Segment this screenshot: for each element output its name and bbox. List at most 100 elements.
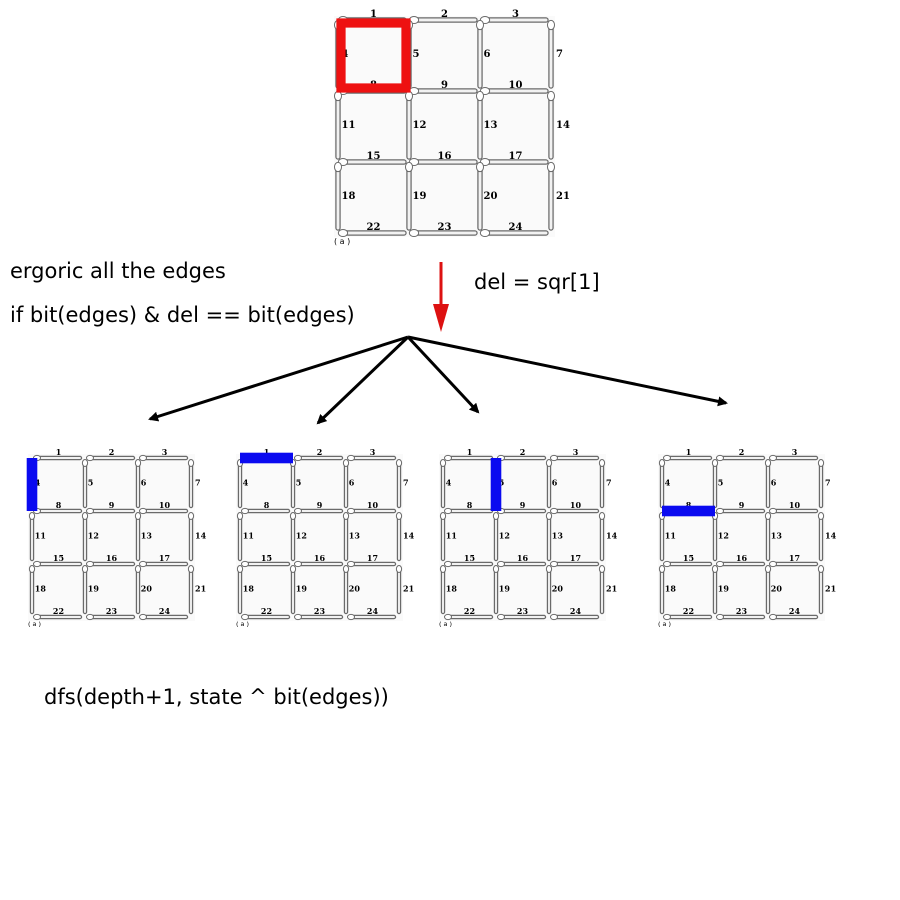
edge-label-16: 16 (736, 553, 748, 563)
edge-label-18: 18 (665, 584, 677, 594)
edge-label-14: 14 (606, 531, 618, 541)
matchstick-head-19 (492, 565, 500, 573)
matchstick-head-22 (337, 228, 349, 238)
matchstick-head-17 (139, 560, 147, 568)
edge-label-17: 17 (570, 553, 581, 563)
grid-caption: ( a ) (28, 620, 41, 628)
edge-label-9: 9 (520, 500, 526, 510)
matchstick-head-23 (408, 228, 420, 238)
edge-label-1: 1 (56, 447, 62, 457)
matchstick-head-21 (546, 161, 556, 173)
matchstick-head-10 (769, 507, 777, 515)
edge-label-18: 18 (446, 584, 458, 594)
matchstick-head-11 (28, 512, 36, 520)
grid-caption: ( a ) (439, 620, 452, 628)
matchstick-head-14 (546, 90, 556, 102)
matchstick-head-13 (475, 90, 485, 102)
edge-label-20: 20 (349, 584, 361, 594)
matchstick-head-6 (764, 459, 772, 467)
matchstick-head-4 (439, 459, 447, 467)
matchstick-head-3 (550, 454, 558, 462)
edge-label-6: 6 (349, 478, 355, 488)
edge-label-2: 2 (441, 9, 448, 20)
edge-label-1: 1 (467, 447, 473, 457)
edge-label-22: 22 (367, 222, 381, 233)
edge-label-11: 11 (446, 531, 457, 541)
edge-label-11: 11 (342, 120, 356, 131)
edge-label-7: 7 (195, 478, 201, 488)
edge-label-9: 9 (317, 500, 323, 510)
matchstick-head-23 (497, 613, 505, 621)
matchstick-head-14 (187, 512, 195, 520)
edge-label-14: 14 (403, 531, 415, 541)
edge-label-7: 7 (403, 478, 409, 488)
matchstick-head-21 (817, 565, 825, 573)
edge-label-2: 2 (317, 447, 323, 457)
matchstick-head-18 (439, 565, 447, 573)
edge-label-15: 15 (367, 151, 381, 162)
edge-label-6: 6 (141, 478, 147, 488)
edge-label-8: 8 (56, 500, 62, 510)
edge-label-13: 13 (771, 531, 783, 541)
edge-label-22: 22 (464, 606, 475, 616)
matchstick-head-17 (347, 560, 355, 568)
edge-label-19: 19 (413, 191, 427, 202)
matchstick-head-4 (658, 459, 666, 467)
branch-arrow-1 (148, 335, 409, 422)
edge-label-13: 13 (484, 120, 498, 131)
edge-label-3: 3 (573, 447, 579, 457)
matchstick-head-20 (475, 161, 485, 173)
edge-label-17: 17 (367, 553, 378, 563)
edge-label-9: 9 (739, 500, 745, 510)
edge-label-22: 22 (683, 606, 694, 616)
matchstick-head-16 (716, 560, 724, 568)
matchstick-head-5 (711, 459, 719, 467)
edge-label-10: 10 (789, 500, 801, 510)
matchstick-head-9 (294, 507, 302, 515)
edge-label-10: 10 (509, 80, 523, 91)
edge-label-5: 5 (413, 49, 420, 60)
edge-label-18: 18 (342, 191, 356, 202)
edge-label-15: 15 (261, 553, 272, 563)
recursion-note: dfs(depth+1, state ^ bit(edges)) (44, 685, 389, 709)
edge-label-23: 23 (106, 606, 118, 616)
edge-label-19: 19 (718, 584, 730, 594)
edge-label-7: 7 (606, 478, 612, 488)
matchstick-head-20 (134, 565, 142, 573)
matchstick-head-21 (187, 565, 195, 573)
edge-label-19: 19 (296, 584, 308, 594)
branch-arrow-2 (316, 335, 410, 425)
edge-label-23: 23 (736, 606, 748, 616)
edge-label-3: 3 (370, 447, 376, 457)
matchstick-head-9 (716, 507, 724, 515)
matchstick-head-12 (289, 512, 297, 520)
matchstick-head-17 (769, 560, 777, 568)
condition-note: if bit(edges) & del == bit(edges) (10, 303, 355, 327)
edge-label-2: 2 (739, 447, 745, 457)
edge-label-5: 5 (88, 478, 94, 488)
edge-label-7: 7 (825, 478, 831, 488)
matchstick-head-7 (817, 459, 825, 467)
edge-label-5: 5 (296, 478, 302, 488)
matchstick-head-22 (33, 613, 41, 621)
matchstick-head-19 (289, 565, 297, 573)
edge-label-16: 16 (517, 553, 529, 563)
matchstick-head-24 (550, 613, 558, 621)
matchstick-head-20 (764, 565, 772, 573)
edge-label-8: 8 (686, 500, 692, 510)
matchstick-head-13 (134, 512, 142, 520)
edge-label-18: 18 (243, 584, 255, 594)
matchstick-head-19 (711, 565, 719, 573)
highlighted-edge (26, 458, 38, 511)
highlighted-edge (662, 505, 715, 517)
edge-label-6: 6 (552, 478, 558, 488)
matchstick-head-15 (444, 560, 452, 568)
matchstick-head-5 (81, 459, 89, 467)
matchstick-head-7 (598, 459, 606, 467)
edge-label-13: 13 (349, 531, 361, 541)
edge-label-10: 10 (159, 500, 171, 510)
edge-label-16: 16 (106, 553, 118, 563)
edge-label-4: 4 (446, 478, 452, 488)
grid-background (334, 16, 555, 237)
